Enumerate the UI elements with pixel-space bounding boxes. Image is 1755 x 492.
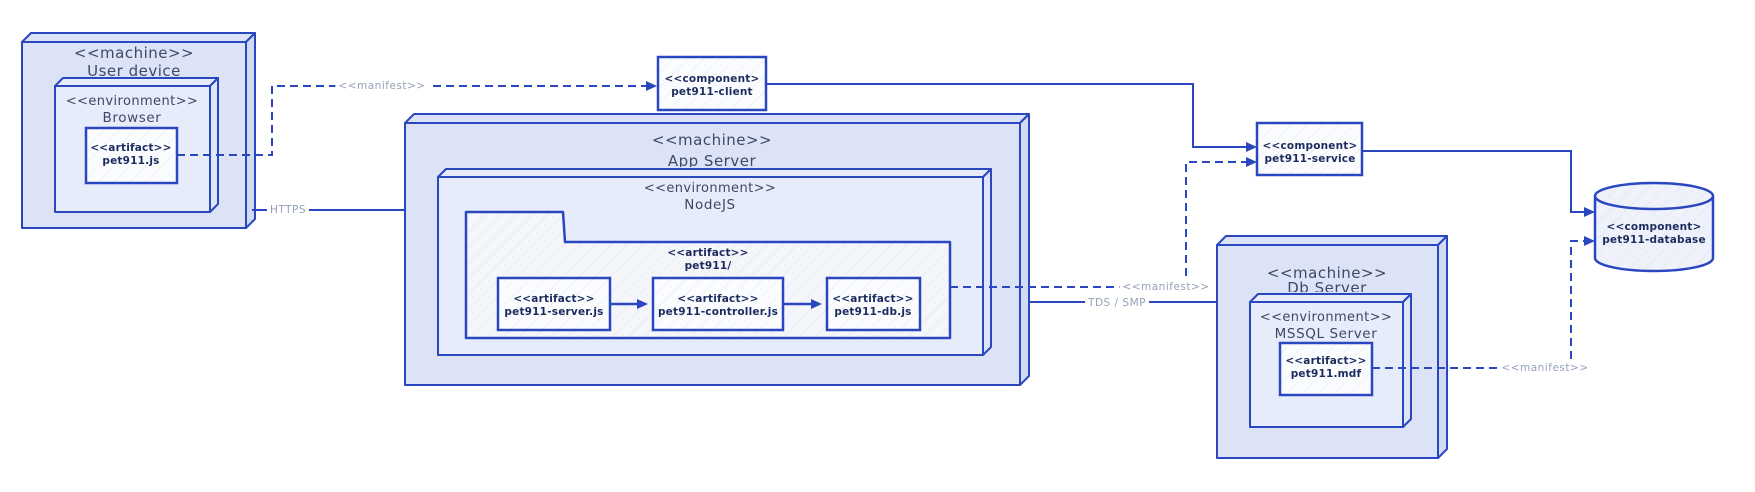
arrowhead-icon: [1246, 142, 1257, 152]
database-cylinder-shape: [1593, 181, 1715, 273]
edge-label-manifest-client: <<manifest>>: [335, 80, 429, 92]
machine-user-device-name-text: User device: [87, 62, 181, 78]
arrowhead-icon: [1584, 207, 1595, 217]
artifact-pet911-folder-name: pet911/: [684, 260, 732, 272]
environment-mssql-stereotype: <<environment>>: [1259, 310, 1393, 325]
artifact-pet911mdf-stereotype: <<artifact>>: [1285, 355, 1367, 367]
arrowhead-icon: [1584, 236, 1595, 246]
arrowhead-icon: [811, 299, 822, 309]
artifact-pet911-folder-stereotype: <<artifact>>: [667, 247, 749, 259]
component-pet911-client-name: pet911-client: [671, 86, 753, 98]
component-pet911-service-stereotype: <<component>: [1262, 140, 1358, 152]
edge-label-manifest-database: <<manifest>>: [1498, 362, 1592, 374]
component-pet911-service-box: [1255, 121, 1364, 177]
artifact-pet911-dbjs-name: pet911-db.js: [834, 306, 912, 318]
edge-service-to-database: [1362, 150, 1595, 217]
artifact-pet911mdf-box: [1278, 341, 1374, 397]
edge-manifest-mdf-to-database: [1372, 236, 1595, 369]
artifact-pet911-serverjs-name: pet911-server.js: [504, 306, 604, 318]
arrowhead-icon: [637, 299, 648, 309]
edge-label-tds-smp: TDS / SMP: [1085, 297, 1149, 309]
edge-label-https: HTTPS: [266, 204, 310, 216]
component-pet911-database-stereotype: <<component>: [1606, 221, 1702, 233]
machine-app-server-name: App Server: [622, 152, 802, 167]
artifact-pet911-dbjs-stereotype: <<artifact>>: [832, 293, 914, 305]
edge-client-to-service: [766, 83, 1257, 152]
artifact-pet911js-name: pet911.js: [102, 155, 160, 167]
machine-db-server-name-text: Db Server: [1287, 281, 1367, 292]
artifact-pet911-dbjs-box: [825, 276, 922, 332]
edge-serverjs-to-controllerjs: [610, 299, 648, 309]
machine-db-server-name: Db Server: [1247, 281, 1407, 292]
environment-nodejs-name: NodeJS: [684, 197, 736, 213]
environment-mssql-name: MSSQL Server: [1274, 326, 1378, 342]
artifact-pet911js-stereotype: <<artifact>>: [90, 142, 172, 154]
component-pet911-database-name: pet911-database: [1602, 234, 1706, 246]
machine-user-device-stereotype: <<machine>>: [73, 44, 195, 62]
artifact-pet911-serverjs-stereotype: <<artifact>>: [513, 293, 595, 305]
artifact-pet911-controllerjs-stereotype: <<artifact>>: [677, 293, 759, 305]
arrowhead-icon: [1246, 157, 1257, 167]
component-pet911-client-box: [656, 55, 768, 112]
environment-browser-name: Browser: [102, 110, 162, 126]
artifact-pet911mdf-name: pet911.mdf: [1290, 368, 1362, 380]
edge-manifest-pet911js-to-client: [177, 81, 657, 156]
artifact-pet911-controllerjs-name: pet911-controller.js: [657, 306, 779, 318]
machine-user-device-name: User device: [44, 62, 224, 78]
machine-db-server-stereotype: <<machine>>: [1266, 264, 1388, 282]
component-pet911-service-name: pet911-service: [1264, 153, 1356, 165]
machine-app-server-name-text: App Server: [667, 152, 757, 167]
machine-app-server-stereotype: <<machine>>: [651, 131, 773, 149]
edge-manifest-folder-to-service: [950, 157, 1257, 288]
artifact-pet911-controllerjs-box: [651, 276, 785, 332]
component-pet911-client-stereotype: <<component>: [664, 73, 760, 85]
arrowhead-icon: [646, 81, 657, 91]
environment-browser-stereotype: <<environment>>: [65, 94, 199, 109]
edge-controllerjs-to-dbjs: [783, 299, 822, 309]
edge-label-manifest-service: <<manifest>>: [1119, 281, 1213, 293]
environment-nodejs-stereotype: <<environment>>: [643, 181, 777, 196]
